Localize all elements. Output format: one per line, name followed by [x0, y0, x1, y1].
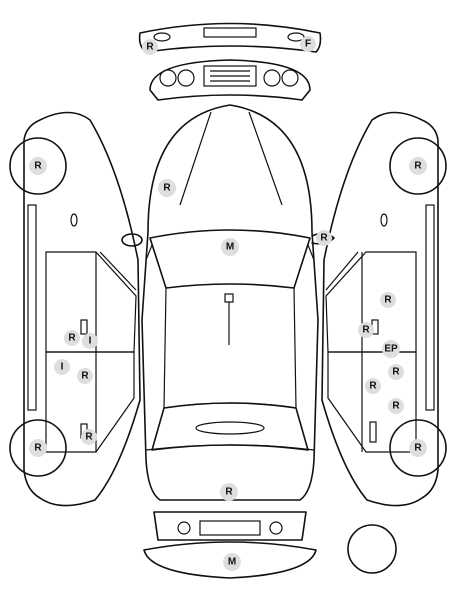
svg-text:R: R	[362, 325, 370, 336]
damage-mark-right-door-3: EP	[382, 340, 400, 358]
svg-text:R: R	[146, 42, 154, 53]
svg-text:R: R	[81, 371, 89, 382]
svg-text:R: R	[34, 161, 42, 172]
damage-mark-right-rear-wheel: R	[409, 439, 427, 457]
damage-mark-right-mirror: R	[316, 230, 332, 246]
svg-text:F: F	[305, 39, 311, 50]
damage-mark-right-door-4: R	[388, 364, 404, 380]
damage-mark-left-door-rear-c: R	[81, 429, 97, 445]
svg-text:M: M	[226, 242, 234, 253]
damage-mark-left-front-wheel: R	[29, 157, 47, 175]
damage-mark-windshield: M	[221, 238, 239, 256]
damage-mark-right-door-2: R	[358, 322, 374, 338]
damage-mark-left-door-rear-b: R	[77, 368, 93, 384]
svg-text:I: I	[89, 336, 92, 347]
damage-mark-rear-top-right: F	[300, 36, 316, 52]
svg-text:R: R	[414, 443, 422, 454]
rear-lights-panel	[149, 59, 311, 101]
svg-text:R: R	[34, 443, 42, 454]
damage-mark-right-door-6: R	[388, 398, 404, 414]
damage-mark-trunk: R	[220, 483, 238, 501]
svg-text:R: R	[320, 233, 328, 244]
damage-mark-right-door-1: R	[380, 292, 396, 308]
front-bumper	[143, 511, 317, 579]
damage-mark-left-rear-wheel: R	[29, 439, 47, 457]
car-right-side	[321, 111, 447, 507]
svg-text:M: M	[228, 557, 236, 568]
svg-text:EP: EP	[384, 344, 398, 355]
damage-mark-right-door-5: R	[365, 378, 381, 394]
svg-text:R: R	[163, 183, 171, 194]
svg-text:R: R	[369, 381, 377, 392]
svg-text:I: I	[61, 362, 64, 373]
damage-mark-hood: R	[158, 179, 176, 197]
svg-text:R: R	[414, 161, 422, 172]
rear-bumper	[138, 22, 322, 53]
spare-wheel	[347, 524, 397, 574]
damage-mark-left-door-rear-a: I	[54, 359, 70, 375]
damage-mark-rear-top-left: R	[142, 39, 158, 55]
svg-text:R: R	[384, 295, 392, 306]
svg-text:R: R	[392, 367, 400, 378]
damage-mark-front-bumper: M	[223, 553, 241, 571]
damage-mark-left-door-front-b: I	[82, 333, 98, 349]
svg-text:R: R	[68, 333, 76, 344]
svg-text:R: R	[85, 432, 93, 443]
damage-mark-right-front-wheel: R	[409, 157, 427, 175]
svg-text:R: R	[392, 401, 400, 412]
car-body-top	[121, 104, 335, 501]
damage-mark-left-door-front-a: R	[64, 330, 80, 346]
svg-text:R: R	[225, 487, 233, 498]
